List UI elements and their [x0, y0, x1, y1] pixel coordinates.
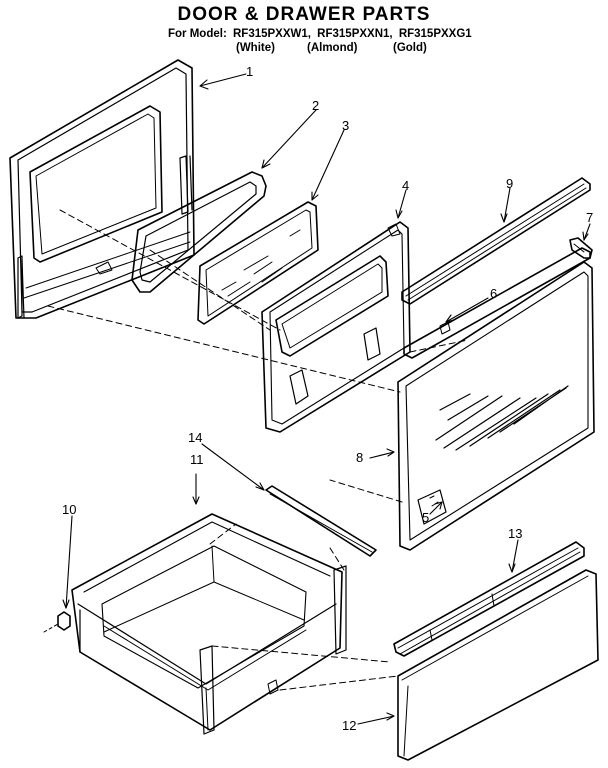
model-line: For Model: RF315PXXW1, RF315PXXN1, RF315… — [168, 28, 475, 40]
model-color-gold: (Gold) — [393, 42, 427, 54]
callout-8: 8 — [356, 450, 363, 465]
callout-numbers: 1 2 3 4 5 6 7 8 9 10 11 12 13 14 — [62, 64, 593, 733]
leader-lines — [62, 73, 591, 725]
part-lower-trim-strip — [403, 247, 591, 359]
model-color-almond: (Almond) — [307, 42, 358, 54]
callout-1: 1 — [246, 64, 253, 79]
callout-11: 11 — [190, 452, 204, 467]
callout-3: 3 — [342, 118, 349, 133]
part-drawer-clip — [43, 611, 71, 633]
diagram-title: DOOR & DRAWER PARTS — [177, 4, 431, 25]
callout-5: 5 — [422, 510, 429, 525]
diagram-header: DOOR & DRAWER PARTS For Model: RF315PXXW… — [0, 0, 608, 60]
callout-13: 13 — [508, 526, 522, 541]
alignment-lines — [47, 209, 469, 691]
part-drawer-rail — [265, 485, 377, 557]
callout-6: 6 — [490, 286, 497, 301]
part-drawer-body — [71, 513, 347, 735]
part-outer-door-panel — [397, 261, 595, 551]
callout-10: 10 — [62, 502, 76, 517]
model-color-white: (White) — [236, 42, 275, 54]
part-window-glass — [197, 201, 319, 325]
callout-9: 9 — [506, 176, 513, 191]
part-inner-door-liner — [261, 221, 411, 433]
for-model-label: For Model: — [168, 28, 227, 40]
callout-7: 7 — [586, 210, 593, 225]
part-window-gasket — [131, 171, 267, 293]
model-code-white: RF315PXXW1, — [232, 28, 311, 40]
part-outer-door-frame — [9, 59, 195, 319]
part-drawer-front-panel — [397, 569, 599, 761]
callout-2: 2 — [312, 98, 319, 113]
callout-12: 12 — [342, 718, 356, 733]
callout-4: 4 — [402, 178, 409, 193]
part-drawer-front-trim — [393, 541, 585, 657]
callout-14: 14 — [188, 430, 202, 445]
model-code-gold: RF315PXXG1 — [398, 28, 472, 40]
part-top-trim-strip — [401, 177, 591, 305]
model-code-almond: RF315PXXN1, — [317, 28, 393, 40]
